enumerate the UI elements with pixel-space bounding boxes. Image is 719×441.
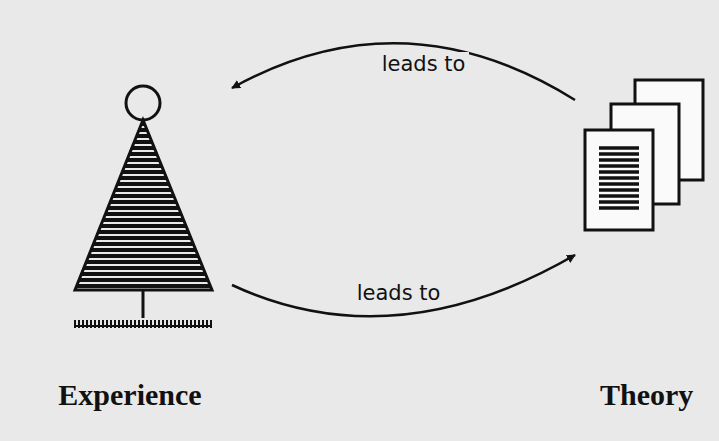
papers-illustration — [575, 60, 715, 420]
person-figure: Experience — [30, 80, 230, 420]
person-illustration — [30, 80, 230, 420]
curved-arrow — [232, 255, 575, 316]
edge-label: leads to — [353, 281, 445, 305]
curved-arrow — [232, 43, 575, 100]
paper-stack: Theory — [575, 60, 715, 420]
edge-label: leads to — [378, 52, 470, 76]
node-label: Experience — [58, 378, 201, 412]
node-label: Theory — [600, 378, 693, 412]
